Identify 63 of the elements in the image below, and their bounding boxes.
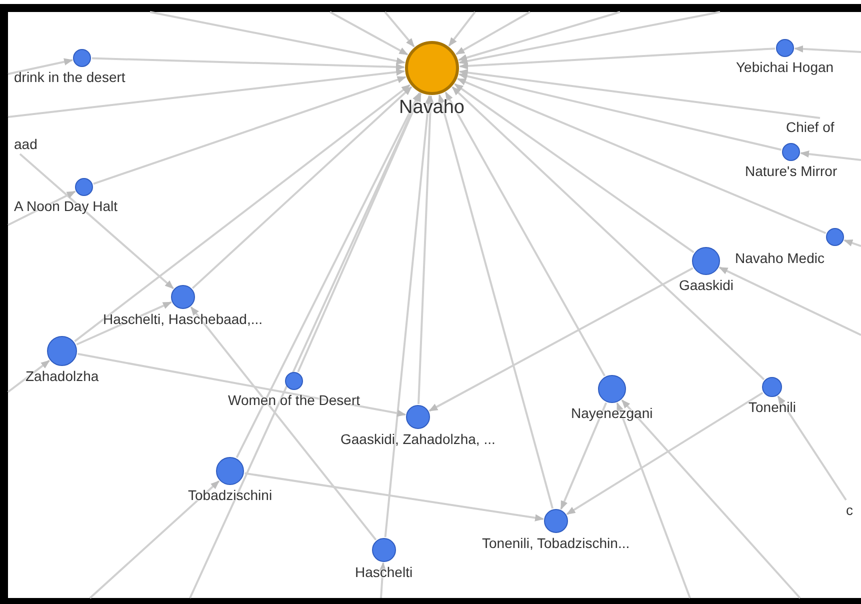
arrow xyxy=(458,11,720,65)
node-label: aad xyxy=(14,136,38,152)
arrow xyxy=(8,58,74,75)
node-label: Gaaskidi xyxy=(679,277,734,293)
node-label: Gaaskidi, Zahadolzha, ... xyxy=(340,431,496,447)
arrow xyxy=(566,392,764,515)
node-label: Tobadzischini xyxy=(188,487,272,503)
arrow xyxy=(454,83,694,254)
arrow xyxy=(92,57,405,71)
arrow xyxy=(844,239,861,247)
arrow xyxy=(458,69,820,119)
arrow xyxy=(560,402,608,510)
arrow xyxy=(192,86,412,289)
node-label: drink in the desert xyxy=(14,69,126,85)
arrow xyxy=(777,395,847,501)
arrow xyxy=(76,301,172,346)
arrow xyxy=(330,11,408,56)
arrow xyxy=(74,84,410,342)
node-label: A Noon Day Halt xyxy=(14,198,118,214)
arrow xyxy=(718,266,861,336)
arrow xyxy=(150,11,406,64)
node-label: Navaho xyxy=(399,97,464,118)
arrow xyxy=(616,402,691,598)
arrow xyxy=(794,45,861,53)
arrow xyxy=(458,11,620,62)
node-label: Navaho Medic xyxy=(735,250,824,266)
arrow xyxy=(379,562,386,598)
node-label: Tonenili, Tobadzischin... xyxy=(482,535,630,551)
arrow xyxy=(457,78,826,234)
node-label: Nayenezgani xyxy=(571,405,653,421)
node-label: Haschelti xyxy=(355,564,413,580)
arrow xyxy=(448,11,476,46)
arrow xyxy=(384,11,415,48)
arrow xyxy=(458,72,782,151)
arrow xyxy=(438,94,554,509)
arrow xyxy=(190,306,377,540)
arrow xyxy=(89,480,220,599)
arrow xyxy=(93,76,406,185)
arrow xyxy=(444,92,606,376)
node-label: Chief of xyxy=(786,119,834,135)
arrow xyxy=(8,68,406,118)
arrow xyxy=(236,92,420,458)
arrow xyxy=(428,267,694,412)
node-label: Yebichai Hogan xyxy=(736,59,834,75)
node-label: Women of the Desert xyxy=(228,392,360,408)
arrow xyxy=(621,399,801,599)
arrow xyxy=(456,11,530,55)
arrow xyxy=(244,472,544,522)
arrow xyxy=(8,190,76,226)
arrow xyxy=(297,92,422,372)
arrow xyxy=(189,92,422,598)
arrow xyxy=(384,94,432,538)
arrow xyxy=(452,86,765,380)
node-label: Zahadolzha xyxy=(26,368,99,384)
node-label: Tonenili xyxy=(748,399,796,415)
node-label: c xyxy=(846,502,853,518)
arrow xyxy=(19,153,174,290)
node-label: Nature's Mirror xyxy=(745,163,838,179)
node-label: Haschelti, Haschebaad,... xyxy=(103,311,263,327)
arrow xyxy=(7,360,50,393)
arrow xyxy=(800,150,861,161)
arrow xyxy=(459,48,776,70)
arrow xyxy=(418,95,434,404)
